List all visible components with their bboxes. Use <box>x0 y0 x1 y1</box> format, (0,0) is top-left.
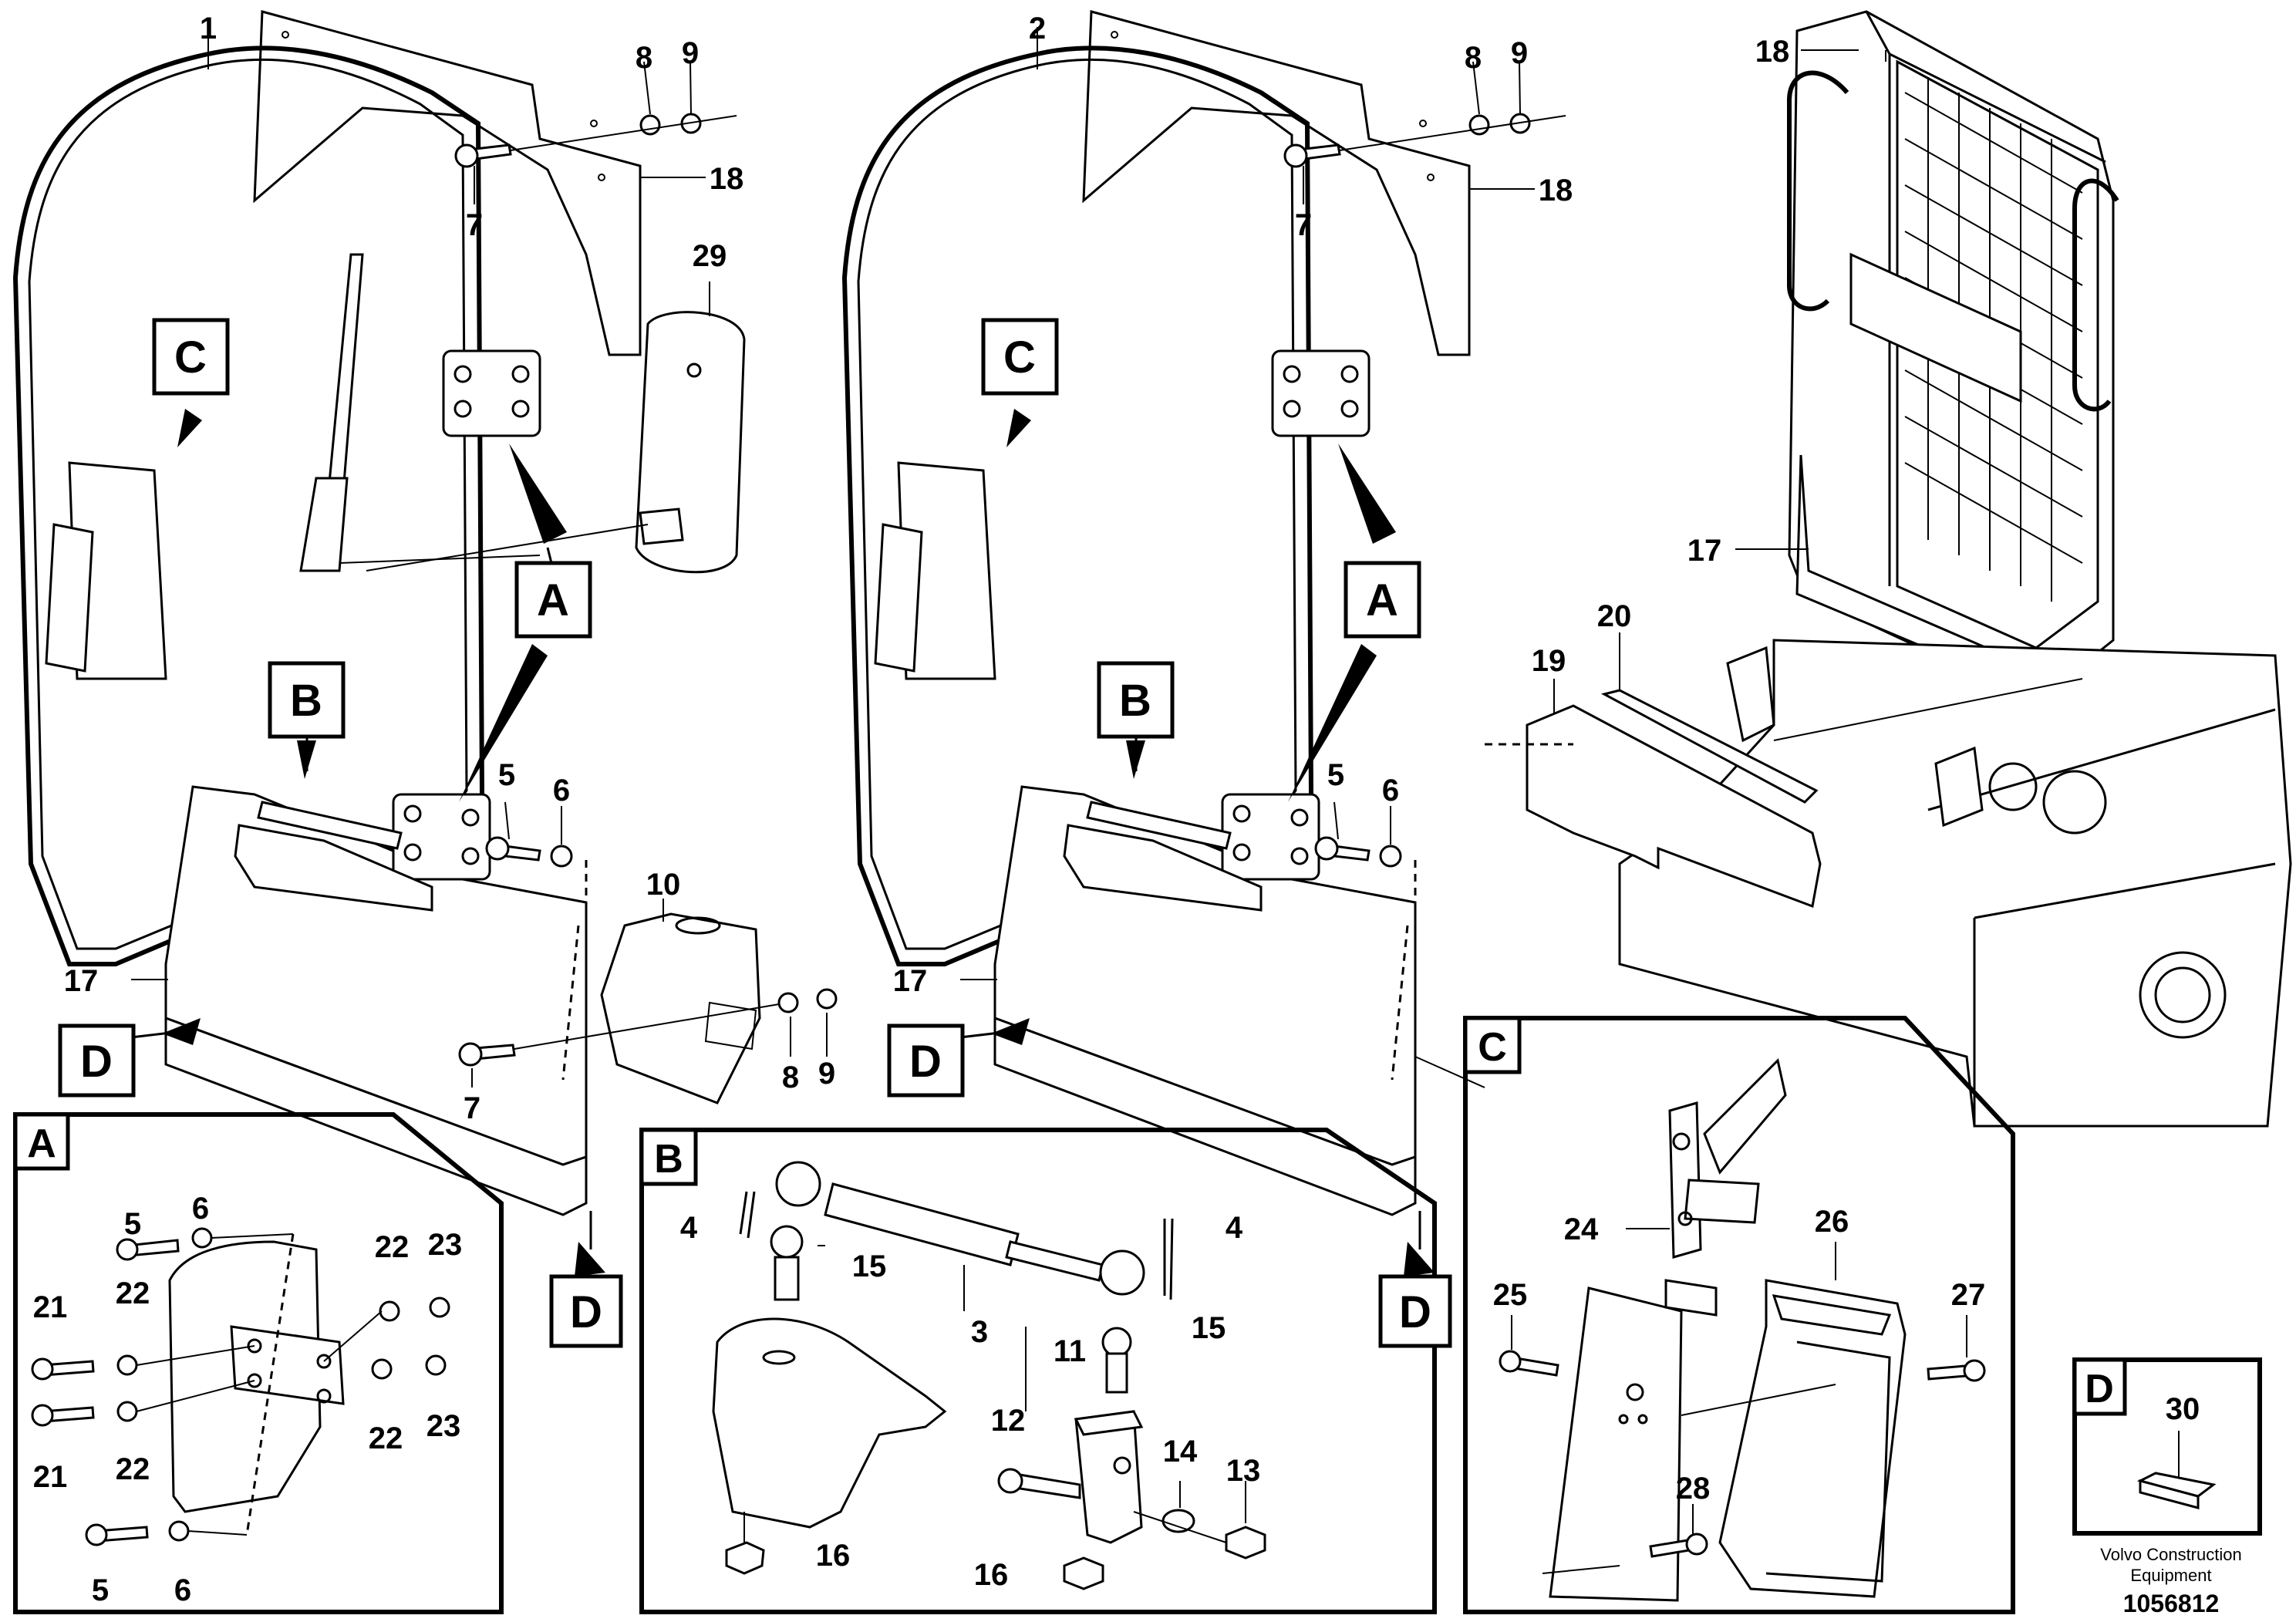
document-number: 1056812 <box>2123 1590 2220 1617</box>
inset-b-label-box <box>639 1128 698 1186</box>
callout-4-inset-b-right: 4 <box>1226 1211 1243 1245</box>
callout-11: 11 <box>1054 1334 1086 1368</box>
callout-1: 1 <box>200 12 217 46</box>
callout-5-mid: 5 <box>1327 758 1344 792</box>
callout-22-inset-a-left-bottom: 22 <box>116 1452 150 1486</box>
publisher-caption-line1: Volvo Construction <box>2100 1545 2241 1564</box>
inset-b <box>639 1128 1437 1614</box>
callout-8-top-mid: 8 <box>1465 41 1482 75</box>
callout-16-inset-b-left: 16 <box>816 1539 851 1573</box>
inset-a-label-box <box>13 1112 70 1171</box>
callout-25: 25 <box>1493 1278 1528 1312</box>
inset-c-title: C <box>1478 1025 1507 1070</box>
callout-6-inset-a-bottom: 6 <box>174 1573 191 1607</box>
callout-6-mid: 6 <box>1382 774 1399 808</box>
callout-27: 27 <box>1951 1278 1986 1312</box>
left-door-assembly <box>12 10 838 1276</box>
upper-hinge <box>442 349 541 437</box>
ref-d-mid: D <box>909 1037 942 1087</box>
callout-30: 30 <box>2166 1392 2200 1426</box>
fasteners-top-left <box>454 113 737 168</box>
reference-labels <box>58 318 1452 1348</box>
fasteners-low-left <box>458 925 838 1081</box>
callout-5-inset-a-top: 5 <box>124 1207 141 1241</box>
callout-13: 13 <box>1226 1454 1261 1488</box>
callout-22-inset-a-right: 22 <box>369 1421 403 1455</box>
inset-b-title: B <box>654 1137 683 1182</box>
callout-4-inset-b-left: 4 <box>680 1211 698 1245</box>
ref-d-mid-bottom: D <box>1399 1287 1431 1337</box>
callout-16-inset-b-right: 16 <box>974 1558 1009 1592</box>
inset-c-label-box <box>1463 1016 1522 1074</box>
ref-a-mid: A <box>1366 575 1398 626</box>
inset-a <box>13 1112 504 1614</box>
ref-d-left-bottom: D <box>570 1287 602 1337</box>
fasteners-mid-left <box>485 836 588 933</box>
callout-18-right: 18 <box>1755 35 1790 69</box>
callout-24: 24 <box>1564 1212 1599 1246</box>
callout-8-low-left: 8 <box>782 1061 799 1094</box>
callout-5-left: 5 <box>498 758 515 792</box>
ref-b-left: B <box>290 676 322 726</box>
callout-21-inset-a-top: 21 <box>33 1290 68 1324</box>
callout-26: 26 <box>1815 1205 1849 1239</box>
callout-5-inset-a-bottom: 5 <box>92 1573 109 1607</box>
cover-29 <box>366 311 746 574</box>
inset-c <box>1463 1016 2015 1614</box>
callout-7-top-left: 7 <box>466 208 483 242</box>
inset-d-title: D <box>2085 1367 2114 1411</box>
strip-20 <box>1600 689 1819 804</box>
callout-21-inset-a-bottom: 21 <box>33 1460 68 1494</box>
callout-17-right: 17 <box>1687 534 1722 568</box>
lower-hinge-2 <box>1221 793 1320 881</box>
callout-6-inset-a-top: 6 <box>192 1192 209 1226</box>
callout-23-inset-a-right: 23 <box>426 1409 461 1443</box>
callout-9-low-left: 9 <box>818 1057 835 1091</box>
ref-c-left: C <box>174 332 207 383</box>
callout-7-top-mid: 7 <box>1295 208 1312 242</box>
ref-a-left: A <box>537 575 569 626</box>
callout-9-top-left: 9 <box>682 36 699 70</box>
callout-18-left: 18 <box>710 162 744 196</box>
inset-a-title: A <box>27 1121 56 1166</box>
ref-d-left: D <box>80 1037 113 1087</box>
callout-9-top-mid: 9 <box>1511 36 1528 70</box>
callout-10: 10 <box>646 868 681 902</box>
part-callouts: 1 8 9 7 18 29 5 6 10 17 7 8 9 2 8 9 7 18… <box>33 12 2200 1607</box>
callout-18-mid: 18 <box>1539 174 1573 207</box>
inset-d <box>2072 1357 2262 1536</box>
callout-23-inset-a-top: 23 <box>428 1228 463 1262</box>
middle-door-assembly <box>841 10 1566 1276</box>
ref-b-mid: B <box>1119 676 1151 726</box>
callout-6-left: 6 <box>553 774 570 808</box>
callout-17-left: 17 <box>64 964 99 998</box>
callout-7-low-left: 7 <box>464 1091 480 1125</box>
callout-29: 29 <box>693 239 727 273</box>
callout-2: 2 <box>1029 12 1046 46</box>
callout-28: 28 <box>1676 1472 1711 1506</box>
ref-c-mid: C <box>1003 332 1036 383</box>
callout-17-mid: 17 <box>893 964 928 998</box>
callout-19: 19 <box>1532 644 1566 678</box>
callout-15-inset-b-left: 15 <box>852 1249 887 1283</box>
callout-20: 20 <box>1597 599 1632 633</box>
callout-12: 12 <box>991 1404 1026 1438</box>
callout-22-inset-a-left-top: 22 <box>116 1276 150 1310</box>
machine-cab-view <box>1485 10 2292 1128</box>
callout-8-top-left: 8 <box>636 41 652 75</box>
callout-15-inset-b-right: 15 <box>1192 1311 1226 1345</box>
lower-hinge <box>392 793 491 881</box>
plate-19 <box>1485 704 1822 909</box>
callout-22-inset-a-top: 22 <box>375 1230 410 1264</box>
footer: Volvo Construction Equipment 1056812 <box>2100 1545 2241 1617</box>
publisher-caption-line2: Equipment <box>2130 1566 2211 1585</box>
box-10 <box>600 912 761 1104</box>
callout-3: 3 <box>971 1315 988 1349</box>
inset-d-label-box <box>2072 1357 2127 1416</box>
upper-hinge-2 <box>1271 349 1371 437</box>
detail-letters: C A B D D C A B D D A B C D <box>27 332 2114 1411</box>
callout-14: 14 <box>1163 1435 1198 1469</box>
